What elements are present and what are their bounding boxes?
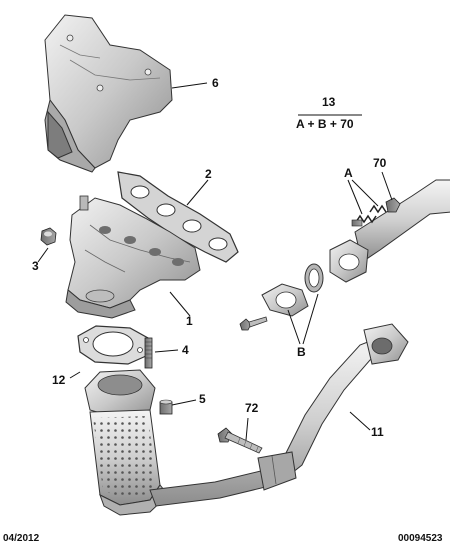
bolt-part-70 bbox=[385, 197, 401, 213]
spring-bolt-set-A bbox=[351, 204, 387, 227]
exhaust-manifold-part-1 bbox=[65, 195, 201, 319]
callout-5: 5 bbox=[199, 392, 206, 406]
kit-formula: A + B + 70 bbox=[296, 117, 354, 131]
nut-part-3 bbox=[40, 227, 57, 246]
bolt-part-72 bbox=[217, 427, 263, 454]
callout-72: 72 bbox=[245, 401, 259, 415]
catalyst-gasket-part-12 bbox=[77, 325, 149, 365]
flange-ring-set-B bbox=[239, 263, 324, 331]
callout-3: 3 bbox=[32, 259, 39, 273]
manifold-gasket-part-2 bbox=[117, 171, 239, 263]
footer-reference: 00094523 bbox=[398, 533, 443, 544]
front-pipe-part-11 bbox=[149, 323, 409, 507]
kit-number: 13 bbox=[322, 95, 336, 109]
intermediate-pipe bbox=[329, 179, 450, 283]
callout-6: 6 bbox=[212, 76, 219, 90]
footer: 04/2012 00094523 bbox=[3, 533, 443, 544]
callout-B: B bbox=[297, 345, 306, 359]
callout-labels: 6 2 3 1 4 12 5 72 11 A 70 B 13 A + B + 7… bbox=[32, 76, 387, 439]
callout-4: 4 bbox=[182, 343, 189, 357]
leader-lines bbox=[37, 82, 393, 441]
stud-part-4 bbox=[144, 337, 153, 369]
callout-11: 11 bbox=[371, 425, 384, 439]
heat-shield-part-6 bbox=[44, 14, 173, 173]
callout-70: 70 bbox=[373, 156, 387, 170]
callout-12: 12 bbox=[52, 373, 66, 387]
catalytic-converter bbox=[84, 369, 169, 516]
nut-part-5 bbox=[159, 399, 173, 415]
callout-2: 2 bbox=[205, 167, 212, 181]
callout-A: A bbox=[344, 166, 353, 180]
footer-date: 04/2012 bbox=[3, 533, 40, 544]
callout-1: 1 bbox=[186, 314, 193, 328]
